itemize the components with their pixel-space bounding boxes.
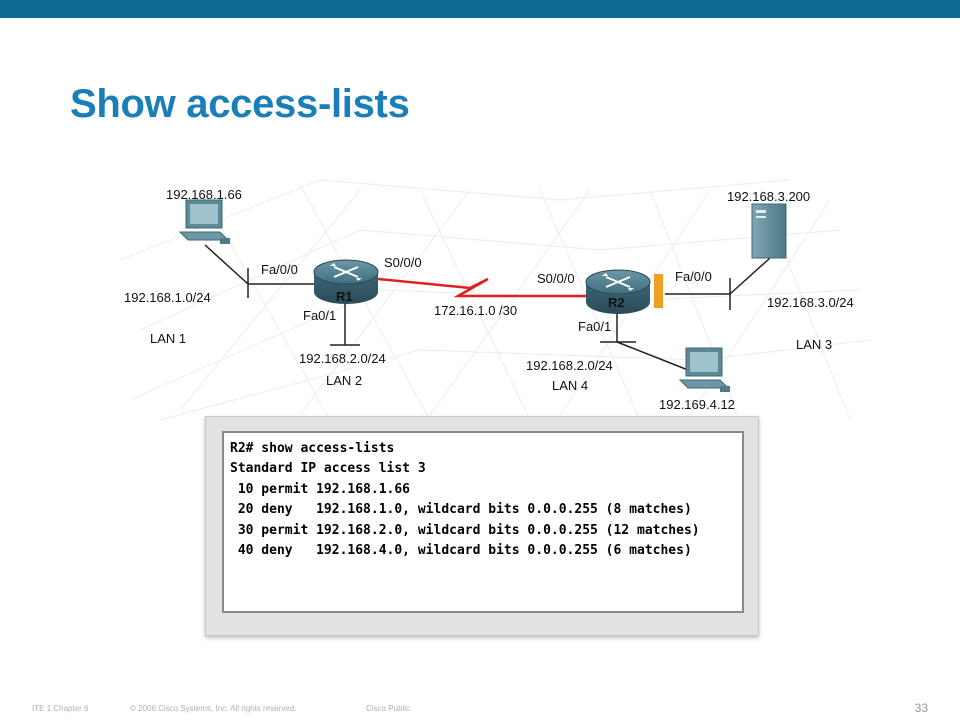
lan1-name-label: LAN 1 xyxy=(150,331,186,346)
r2-fa00-label: Fa/0/0 xyxy=(675,269,712,284)
terminal-line: 30 permit 192.168.2.0, wildcard bits 0.0… xyxy=(230,522,700,538)
slide-title: Show access-lists xyxy=(70,82,410,126)
footer-copyright: © 2006 Cisco Systems, Inc. All rights re… xyxy=(130,704,297,713)
acl-marker xyxy=(654,274,663,308)
router-icon xyxy=(313,259,379,304)
r1-fa00-label: Fa/0/0 xyxy=(261,262,298,277)
footer-classification: Cisco Public xyxy=(366,704,411,713)
brand-bar xyxy=(0,0,960,18)
lan3-name-label: LAN 3 xyxy=(796,337,832,352)
router-icon xyxy=(585,269,651,314)
lan4-name-label: LAN 4 xyxy=(552,378,588,393)
lan4-network-label: 192.168.2.0/24 xyxy=(526,358,613,373)
server-ip-label: 192.168.3.200 xyxy=(727,189,810,204)
pc-icon xyxy=(678,347,730,392)
pc1-ip-label: 192.168.1.66 xyxy=(166,187,242,202)
terminal-lines: R2# show access-lists Standard IP access… xyxy=(224,433,742,561)
terminal-line: Standard IP access list 3 xyxy=(230,461,426,477)
page-number: 33 xyxy=(914,701,928,715)
terminal-line: 10 permit 192.168.1.66 xyxy=(230,481,411,497)
serial-link xyxy=(377,277,588,298)
r2-fa01-label: Fa0/1 xyxy=(578,319,611,334)
r1-s000-label: S0/0/0 xyxy=(384,255,422,270)
terminal-window: R2# show access-lists Standard IP access… xyxy=(205,416,759,636)
lan-links xyxy=(204,244,771,371)
r1-label: R1 xyxy=(336,289,353,304)
terminal-line: 40 deny 192.168.4.0, wildcard bits 0.0.0… xyxy=(230,543,692,559)
wan-network-label: 172.16.1.0 /30 xyxy=(434,303,517,318)
r2-label: R2 xyxy=(608,295,625,310)
terminal-line: 20 deny 192.168.1.0, wildcard bits 0.0.0… xyxy=(230,502,692,518)
pc-icon xyxy=(178,199,230,244)
lan2-network-label: 192.168.2.0/24 xyxy=(299,351,386,366)
r1-fa01-label: Fa0/1 xyxy=(303,308,336,323)
terminal-line: R2# show access-lists xyxy=(230,441,395,456)
lan1-network-label: 192.168.1.0/24 xyxy=(124,290,211,305)
footer-chapter: ITE 1 Chapter 6 xyxy=(32,704,89,713)
pc4-ip-label: 192.169.4.12 xyxy=(659,397,735,412)
lan2-name-label: LAN 2 xyxy=(326,373,362,388)
lan3-network-label: 192.168.3.0/24 xyxy=(767,295,854,310)
terminal-output: R2# show access-lists Standard IP access… xyxy=(222,431,744,613)
r2-s000-label: S0/0/0 xyxy=(537,271,575,286)
server-icon xyxy=(751,203,787,259)
